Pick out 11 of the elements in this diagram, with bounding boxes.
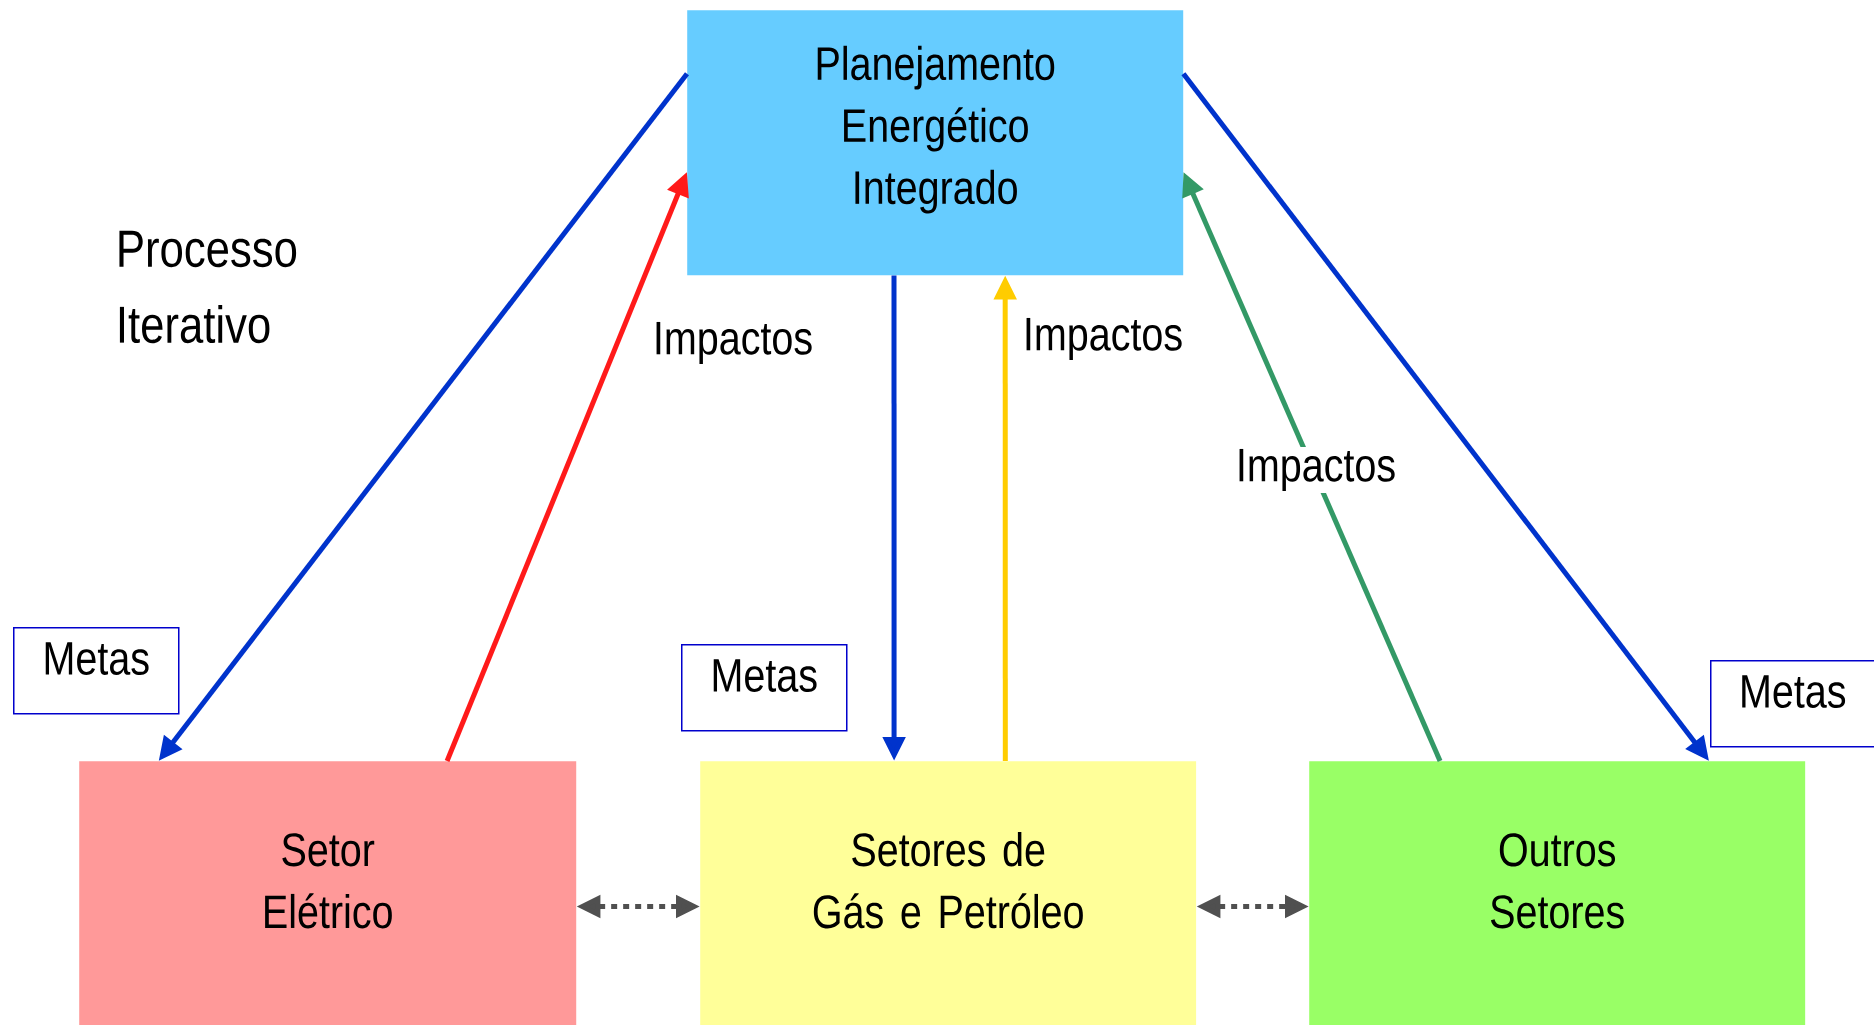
process-note: Processo Iterativo	[119, 230, 297, 344]
edge-label: Impactos	[1233, 446, 1399, 494]
goal-tag: Metas	[13, 627, 180, 715]
edge-label: Impactos	[650, 319, 816, 367]
goal-tag: Metas	[681, 644, 848, 732]
goal-tag: Metas	[1710, 660, 1874, 748]
sector-box: Setores de Gás e Petróleo	[700, 761, 1197, 1025]
sector-box: Outros Setores	[1309, 761, 1806, 1025]
sector-box: Setor Elétrico	[79, 761, 577, 1025]
planning-box: Planejamento Energético Integrado	[687, 10, 1184, 276]
edge-label: Impactos	[1020, 315, 1186, 363]
